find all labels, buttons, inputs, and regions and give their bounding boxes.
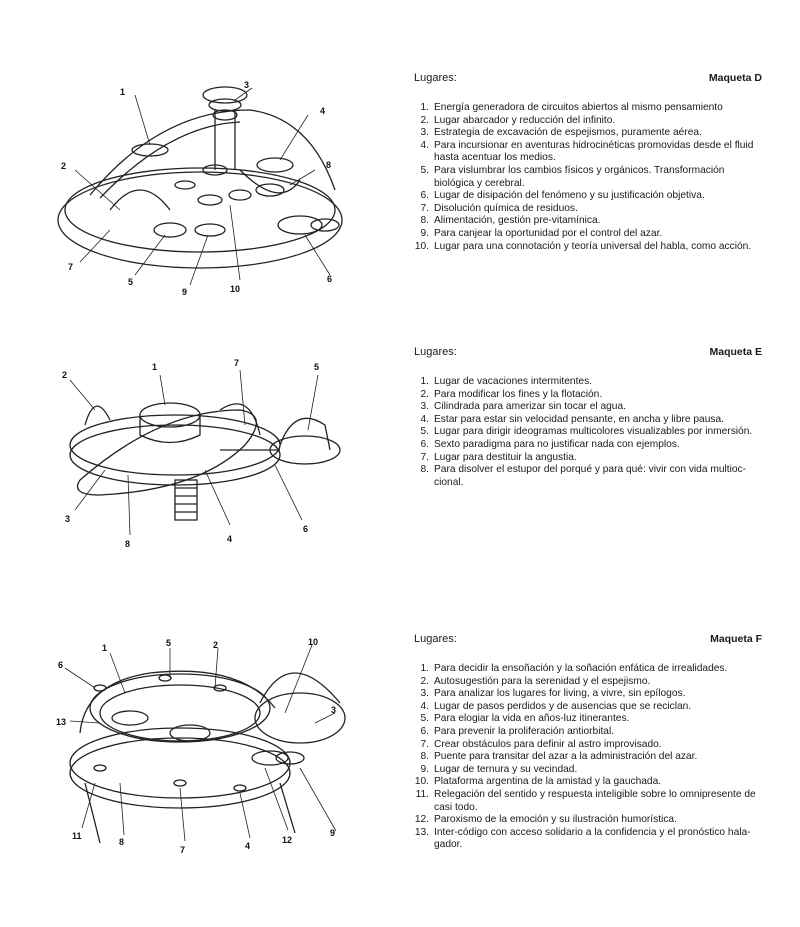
figure-label: 7 xyxy=(180,845,185,855)
figure-label: 2 xyxy=(61,161,66,171)
list-item: 10.Lugar para una connotación y teoría u… xyxy=(414,240,752,252)
maqueta-title: Maqueta E xyxy=(709,346,762,358)
figure-label: 2 xyxy=(62,370,67,380)
figure-label: 9 xyxy=(330,828,335,838)
figure-label: 8 xyxy=(119,837,124,847)
list-item: 5.Para elogiar la vida en años-luz itine… xyxy=(420,713,630,725)
figure-label: 7 xyxy=(68,262,73,272)
list-item: 2.Para modificar los fines y la flotació… xyxy=(420,388,603,400)
figure-label: 6 xyxy=(58,660,63,670)
list-item: 3.Para analizar los lugares for living, … xyxy=(420,688,686,700)
list-item: 12.Paroxismo de la emoción y su ilustrac… xyxy=(414,814,677,826)
list-item: 9.Lugar de ternura y su vecindad. xyxy=(420,763,578,775)
list-item: 9.Para canjear la oportunidad por el con… xyxy=(420,227,663,239)
list-item: 8.Alimentación, gestión pre-vitamínica. xyxy=(420,215,601,227)
list-item: 13.Inter-código con acceso solidario a l… xyxy=(414,826,751,851)
figure-label: 8 xyxy=(125,539,130,549)
list-item: 3.Estrategia de excavación de espejismos… xyxy=(420,127,702,139)
lugares-list: 1.Energía generadora de circuitos abiert… xyxy=(412,102,764,253)
figure-label: 8 xyxy=(326,160,331,170)
list-item: 2.Lugar abarcador y reducción del infini… xyxy=(420,114,616,126)
maqueta-d-svg: 1 2 3 4 5 6 7 8 9 10 xyxy=(57,80,343,297)
figure-label: 7 xyxy=(234,358,239,368)
figure-label: 4 xyxy=(245,841,250,851)
maqueta-d-drawing: 1 2 3 4 5 6 7 8 9 10 xyxy=(40,70,360,310)
figure-label: 5 xyxy=(314,362,319,372)
list-item: 4.Para incursionar en aventuras hidrocin… xyxy=(420,139,754,164)
maqueta-title: Maqueta D xyxy=(708,72,762,84)
list-item: 8.Puente para transitar del azar a la ad… xyxy=(420,751,698,763)
figure-label: 4 xyxy=(227,534,232,544)
figure-label: 9 xyxy=(182,287,187,297)
lugares-heading: Lugares: xyxy=(414,346,457,358)
lugares-heading: Lugares: xyxy=(414,633,457,645)
list-item: 1.Energía generadora de circuitos abiert… xyxy=(420,102,723,113)
lugares-list: 1.Para decidir la ensoñación y la soñaci… xyxy=(412,663,764,852)
figure-label: 10 xyxy=(230,284,240,294)
list-item: 7.Crear obstáculos para definir al astro… xyxy=(420,738,662,750)
maqueta-title: Maqueta F xyxy=(710,633,762,645)
list-item: 7.Lugar para destituir la angustia. xyxy=(420,451,577,463)
figure-label: 13 xyxy=(56,717,66,727)
list-item: 10.Plataforma argentina de la amistad y … xyxy=(414,776,662,788)
list-item: 3.Cilindrada para amerizar sin tocar el … xyxy=(420,401,626,413)
lugares-heading: Lugares: xyxy=(414,72,457,84)
figure-label: 3 xyxy=(244,80,249,90)
figure-label: 1 xyxy=(102,643,107,653)
figure-label: 1 xyxy=(120,87,125,97)
figure-label: 12 xyxy=(282,835,292,845)
list-item: 1.Lugar de vacaciones intermitentes. xyxy=(420,376,593,387)
list-item: 6.Sexto paradigma para no justificar nad… xyxy=(420,438,680,450)
maqueta-d-text: Lugares: Maqueta D 1.Energía generadora … xyxy=(412,72,764,253)
figure-label: 11 xyxy=(72,831,82,841)
maqueta-e-drawing: 1 2 3 4 5 6 7 8 xyxy=(40,350,360,560)
figure-label: 3 xyxy=(65,514,70,524)
list-item: 2.Autosugestión para la serenidad y el e… xyxy=(420,675,651,687)
maqueta-f-drawing: 1 2 3 4 5 6 7 8 9 10 11 12 13 xyxy=(40,633,360,863)
figure-label: 3 xyxy=(331,705,336,715)
list-item: 6.Lugar de disipación del fenómeno y su … xyxy=(420,190,705,202)
maqueta-f-svg: 1 2 3 4 5 6 7 8 9 10 11 12 13 xyxy=(56,637,346,855)
figure-label: 5 xyxy=(166,638,171,648)
list-item: 11.Relegación del sentido y respuesta in… xyxy=(415,788,756,813)
figure-label: 4 xyxy=(320,106,325,116)
list-item: 7.Disolución química de residuos. xyxy=(420,202,578,214)
figure-label: 1 xyxy=(152,362,157,372)
figure-label: 5 xyxy=(128,277,133,287)
maqueta-e-text: Lugares: Maqueta E 1.Lugar de vacaciones… xyxy=(412,346,764,489)
list-item: 4.Estar para estar sin velocidad pensant… xyxy=(420,413,724,425)
list-item: 5.Lugar para dirigir ideogramas multicol… xyxy=(420,426,753,438)
list-item: 1.Para decidir la ensoñación y la soñaci… xyxy=(420,663,728,674)
list-item: 8.Para disolver el estupor del porqué y … xyxy=(420,464,747,488)
lugares-list: 1.Lugar de vacaciones intermitentes. 2.P… xyxy=(412,376,764,489)
figure-label: 2 xyxy=(213,640,218,650)
list-item: 6.Para prevenir la proliferación antiorb… xyxy=(420,725,615,737)
list-item: 4.Lugar de pasos perdidos y de ausencias… xyxy=(420,700,692,712)
figure-label: 10 xyxy=(308,637,318,647)
figure-label: 6 xyxy=(303,524,308,534)
list-item: 5.Para vislumbrar los cambios físicos y … xyxy=(420,164,725,189)
maqueta-f-text: Lugares: Maqueta F 1.Para decidir la ens… xyxy=(412,633,764,852)
maqueta-e-svg: 1 2 3 4 5 6 7 8 xyxy=(62,358,341,549)
figure-label: 6 xyxy=(327,274,332,284)
